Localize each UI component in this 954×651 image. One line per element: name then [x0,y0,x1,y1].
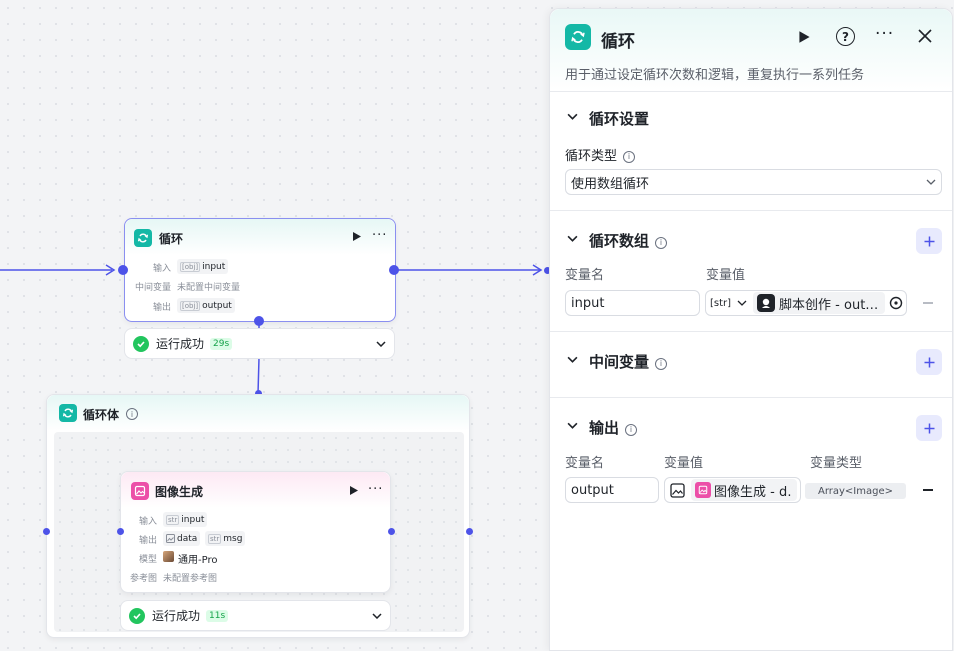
image-model-value: 通用-Pro [178,555,218,566]
info-icon: i [655,236,668,249]
loop-output-chip: [obj]output [177,298,235,313]
next-node-port[interactable] [544,267,551,274]
image-type-icon[interactable] [670,482,685,498]
array-name-header: 变量名 [565,268,605,283]
output-var-name-input[interactable]: output [565,477,659,503]
remove-icon[interactable] [923,302,933,304]
image-gen-icon [695,482,711,498]
image-gen-title: 图像生成 [155,485,204,499]
loop-body-top-port[interactable] [255,390,262,397]
run-icon[interactable] [798,30,811,44]
output-name-header: 变量名 [565,456,605,471]
image-input-port[interactable] [117,528,124,535]
loop-icon [565,24,591,50]
settings-section-title[interactable]: 循环设置 [589,110,650,128]
target-icon[interactable] [889,296,903,310]
run-icon[interactable] [352,231,362,242]
image-output-port[interactable] [388,528,395,535]
array-var-value-field[interactable]: [str] 脚本创作 - out… [705,290,907,316]
add-array-button[interactable] [916,228,942,254]
type-tag[interactable]: [str] [710,297,732,309]
chevron-down-icon[interactable] [567,356,578,363]
image-model-label: 模型 [138,555,157,565]
chevron-down-icon[interactable] [737,300,747,306]
add-intermediate-button[interactable] [916,349,942,375]
array-value-header: 变量值 [706,268,746,283]
script-avatar-icon [757,294,776,312]
chevron-down-icon[interactable] [376,340,386,347]
success-icon [129,607,145,624]
panel-description: 用于通过设定循环次数和逻辑，重复执行一系列任务 [565,68,865,83]
loop-mid-value: 未配置中间变量 [177,283,241,293]
array-var-name-input[interactable]: input [565,290,700,316]
loop-icon [134,229,152,247]
chevron-down-icon[interactable] [567,235,578,242]
info-icon: i [655,357,668,370]
add-output-button[interactable] [916,415,942,441]
loop-node[interactable]: 循环 ··· 输入 [obj]input 中间变量 未配置中间变量 输出 [ob… [124,218,396,322]
loop-body-title: 循环体 [83,408,120,422]
loop-node-title: 循环 [159,232,184,246]
image-ref-label: 参考图 [129,574,157,584]
info-icon: i [625,423,638,436]
model-avatar [163,551,174,562]
loop-output-port[interactable] [389,265,399,275]
loop-run-status[interactable]: 运行成功 29s [124,328,395,359]
more-icon[interactable]: ··· [372,228,388,243]
loop-mid-label: 中间变量 [134,283,171,293]
loop-body-port[interactable] [254,316,264,326]
output-type-badge: Array<Image> [805,483,906,499]
output-var-value-field[interactable]: 图像生成 - d… [664,477,801,503]
image-output-chip-data: data [163,531,201,546]
remove-icon[interactable] [923,489,933,491]
image-type-icon [166,534,175,543]
run-time-badge: 11s [206,609,229,622]
image-ref-value: 未配置参考图 [163,574,218,584]
loop-body-right-port[interactable] [466,528,473,535]
loop-body-icon [59,404,77,422]
array-ref-chip[interactable]: 脚本创作 - out… [753,292,886,314]
image-run-status[interactable]: 运行成功 11s [120,600,391,631]
more-icon[interactable]: ··· [368,482,384,497]
status-text: 运行成功 [156,337,205,351]
loop-input-chip: [obj]input [177,259,229,274]
loop-input-label: 输入 [152,264,171,274]
more-icon[interactable]: ··· [875,24,895,44]
close-icon[interactable] [918,29,932,43]
node-config-panel: 循环 ? ··· 用于通过设定循环次数和逻辑，重复执行一系列任务 循环设置 循环… [549,8,953,651]
loop-input-port[interactable] [118,265,128,275]
output-type-header: 变量类型 [810,456,863,471]
chevron-down-icon[interactable] [372,612,382,619]
output-ref-chip[interactable]: 图像生成 - d… [691,479,797,501]
run-icon[interactable] [349,485,359,496]
loop-body-left-port[interactable] [43,528,50,535]
image-input-label: 输入 [138,517,157,527]
output-value-header: 变量值 [664,456,704,471]
info-icon[interactable]: i [126,408,138,420]
panel-title: 循环 [601,32,635,52]
success-icon [133,335,149,352]
chevron-down-icon[interactable] [567,113,578,120]
loop-type-select[interactable]: 使用数组循环 [565,169,942,195]
chevron-down-icon [926,179,936,185]
image-output-label: 输出 [138,536,157,546]
status-text: 运行成功 [152,609,201,623]
help-icon[interactable]: ? [836,27,855,46]
loop-output-label: 输出 [152,303,171,313]
run-time-badge: 29s [210,337,233,350]
image-icon [131,482,149,500]
info-icon: i [623,150,636,163]
chevron-down-icon[interactable] [567,422,578,429]
